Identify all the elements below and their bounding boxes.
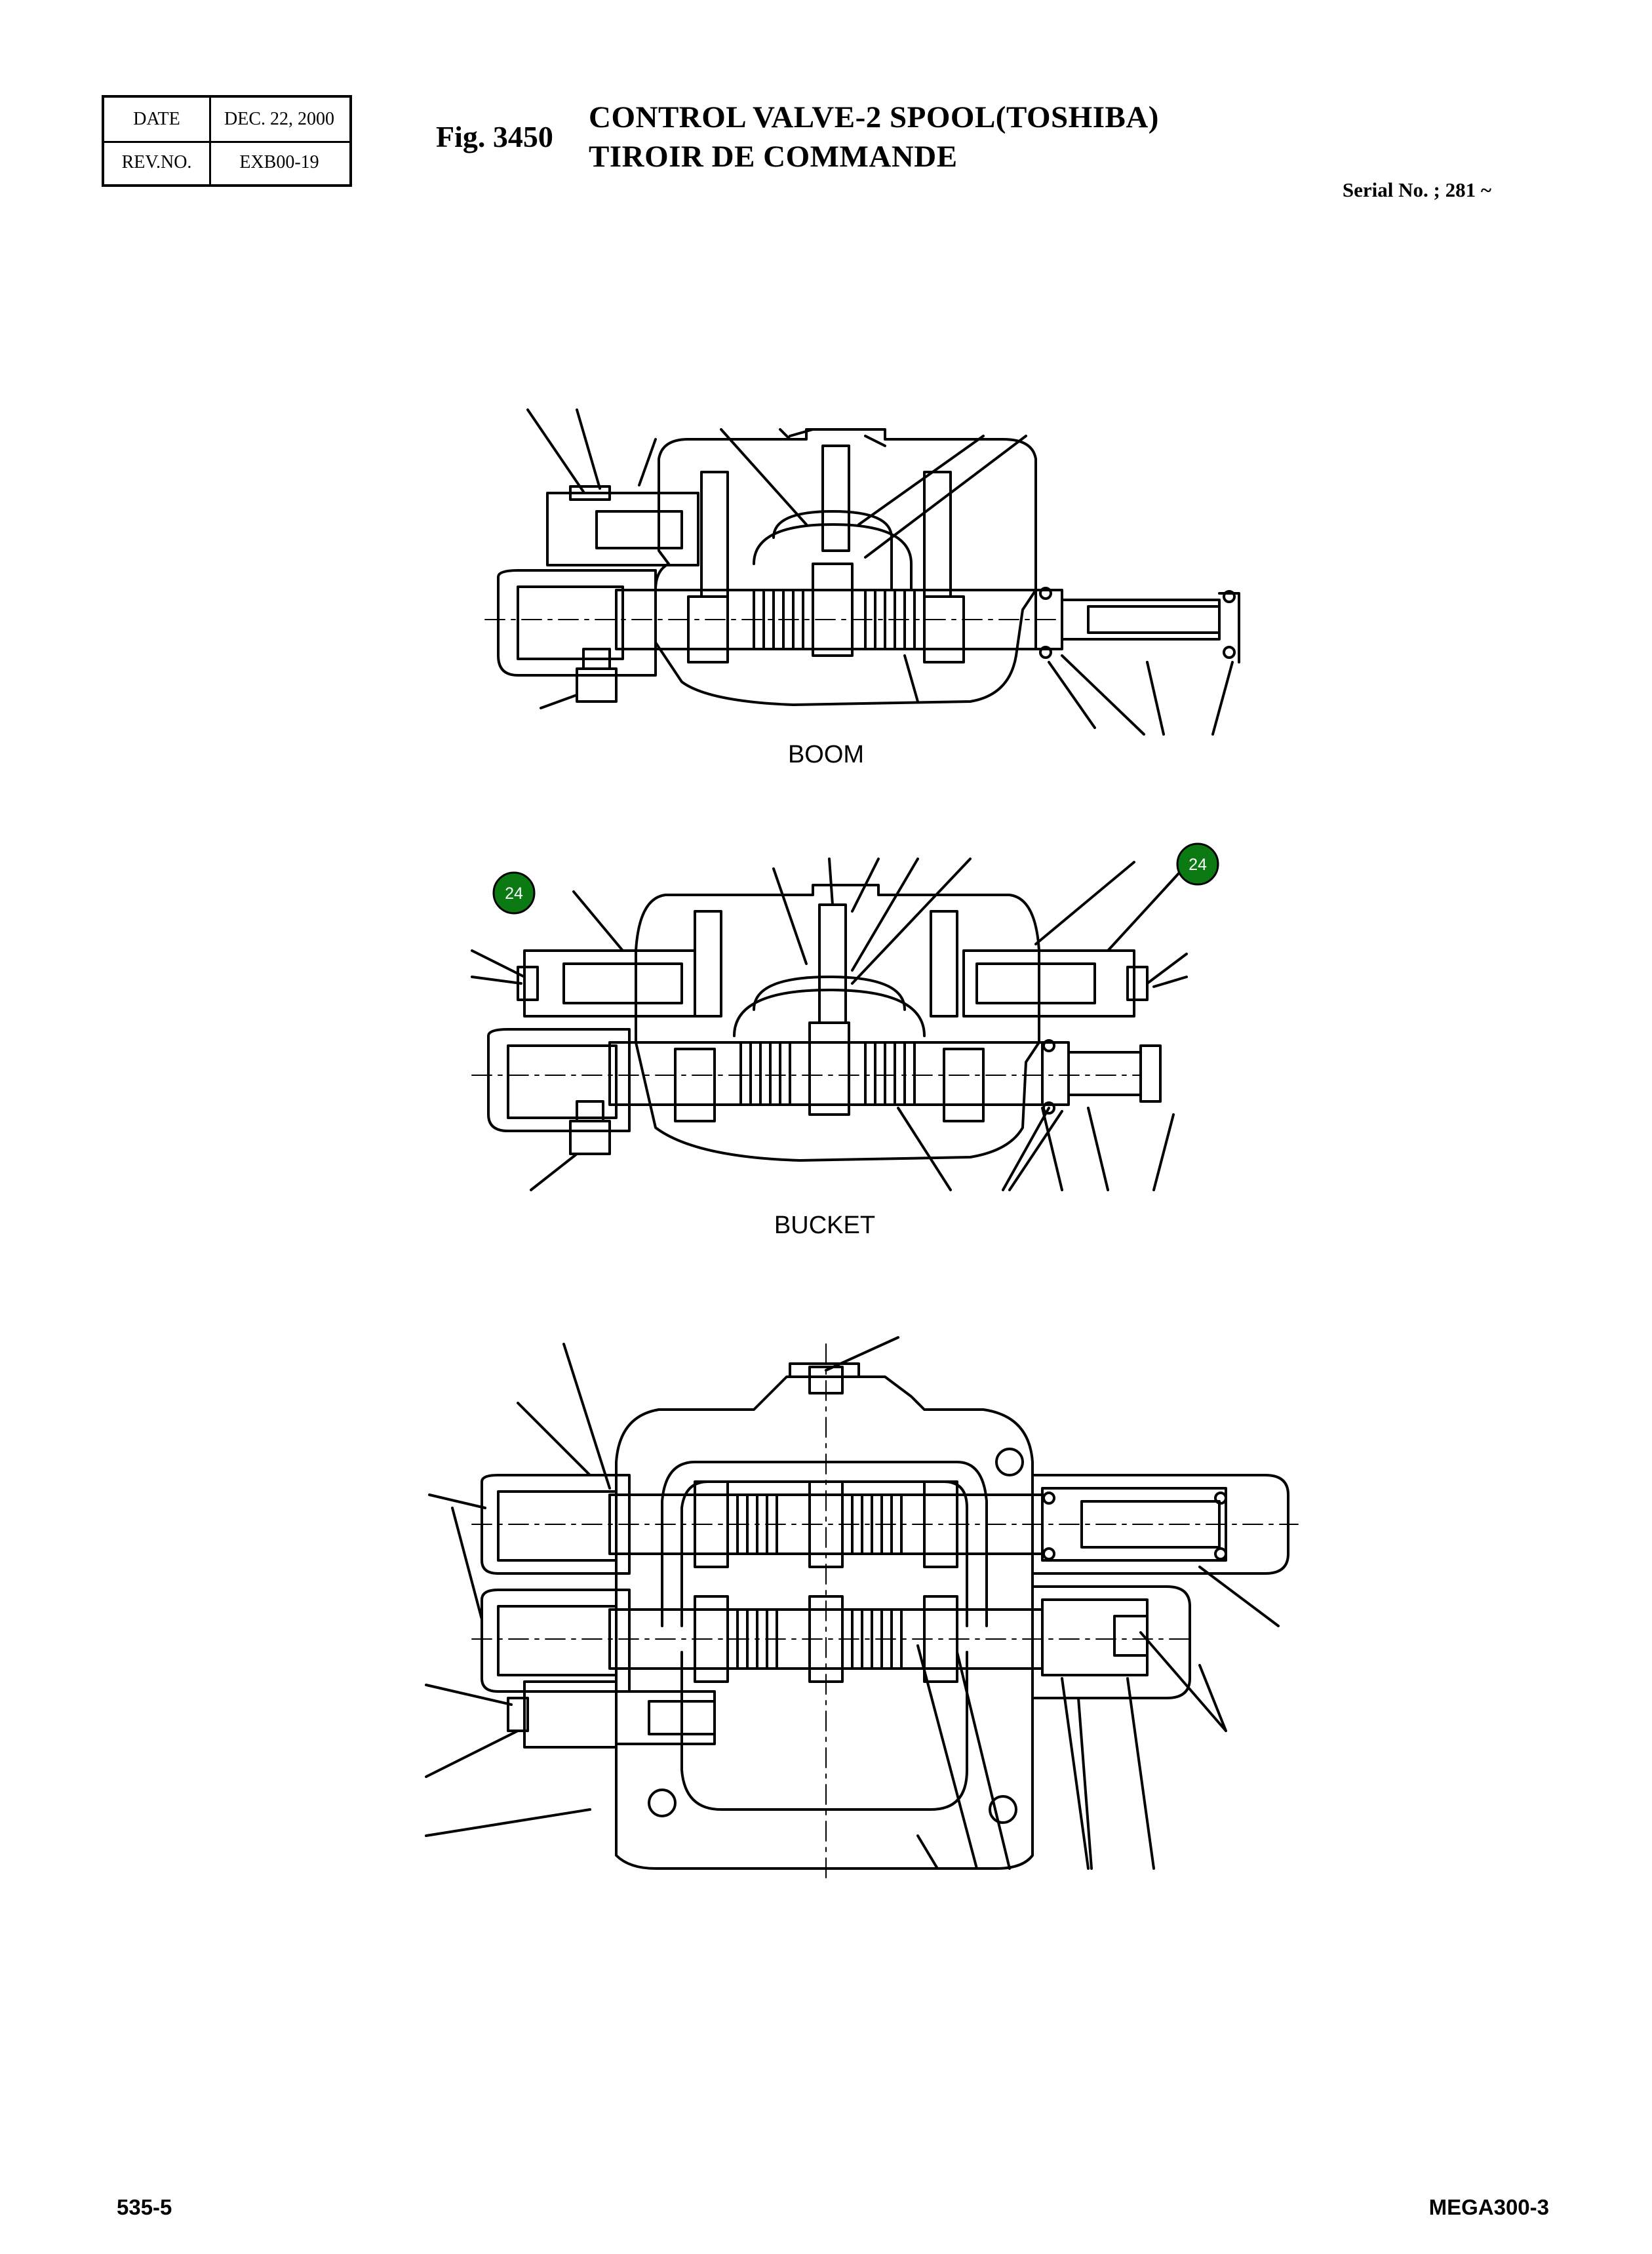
date-label: DATE bbox=[104, 98, 211, 141]
boom-drawing bbox=[484, 408, 1240, 736]
title-english: CONTROL VALVE-2 SPOOL(TOSHIBA) bbox=[589, 100, 1159, 134]
callout-24-left: 24 bbox=[492, 871, 536, 915]
rev-value: EXB00-19 bbox=[239, 152, 319, 172]
revision-table: DATE DEC. 22, 2000 REV.NO. EXB00-19 bbox=[102, 95, 352, 187]
serial-number: Serial No. ; 281 ~ bbox=[1342, 178, 1491, 201]
callout-label: 24 bbox=[505, 884, 523, 903]
date-row: DATE DEC. 22, 2000 bbox=[104, 98, 349, 143]
title-french: TIROIR DE COMMANDE bbox=[589, 140, 958, 174]
date-value: DEC. 22, 2000 bbox=[224, 109, 334, 129]
plan-drawing bbox=[425, 1336, 1299, 1882]
callout-24-right: 24 bbox=[1176, 842, 1219, 886]
rev-row: REV.NO. EXB00-19 bbox=[104, 141, 349, 184]
boom-caption: BOOM bbox=[787, 741, 865, 768]
callout-label: 24 bbox=[1189, 856, 1207, 874]
bucket-caption: BUCKET bbox=[774, 1212, 876, 1239]
model-code: MEGA300-3 bbox=[1428, 2195, 1549, 2219]
bucket-drawing bbox=[471, 858, 1188, 1191]
figure-number: Fig. 3450 bbox=[436, 120, 553, 153]
page-number: 535-5 bbox=[117, 2195, 172, 2219]
rev-label: REV.NO. bbox=[104, 141, 211, 184]
